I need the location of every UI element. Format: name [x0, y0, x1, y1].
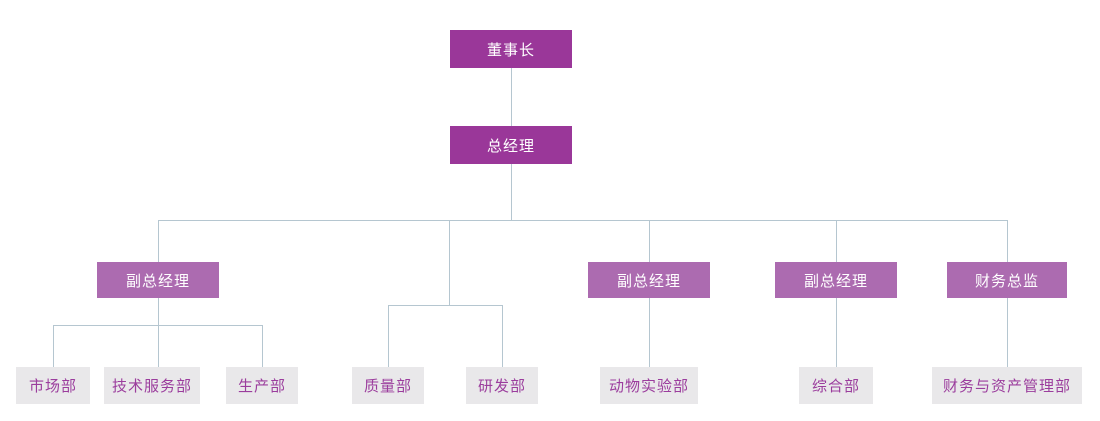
node-finance-asset-dept: 财务与资产管理部	[932, 367, 1082, 404]
node-general-dept: 综合部	[799, 367, 873, 404]
node-chairman: 董事长	[450, 30, 572, 68]
node-marketing-dept: 市场部	[16, 367, 90, 404]
node-general-manager: 总经理	[450, 126, 572, 164]
node-deputy-gm-1: 副总经理	[97, 262, 219, 298]
node-production-dept: 生产部	[226, 367, 298, 404]
node-rd-dept: 研发部	[466, 367, 538, 404]
node-quality-dept: 质量部	[352, 367, 424, 404]
node-deputy-gm-3: 副总经理	[775, 262, 897, 298]
node-deputy-gm-2: 副总经理	[588, 262, 710, 298]
node-animal-lab-dept: 动物实验部	[600, 367, 698, 404]
node-finance-director: 财务总监	[947, 262, 1067, 298]
node-tech-service-dept: 技术服务部	[104, 367, 200, 404]
